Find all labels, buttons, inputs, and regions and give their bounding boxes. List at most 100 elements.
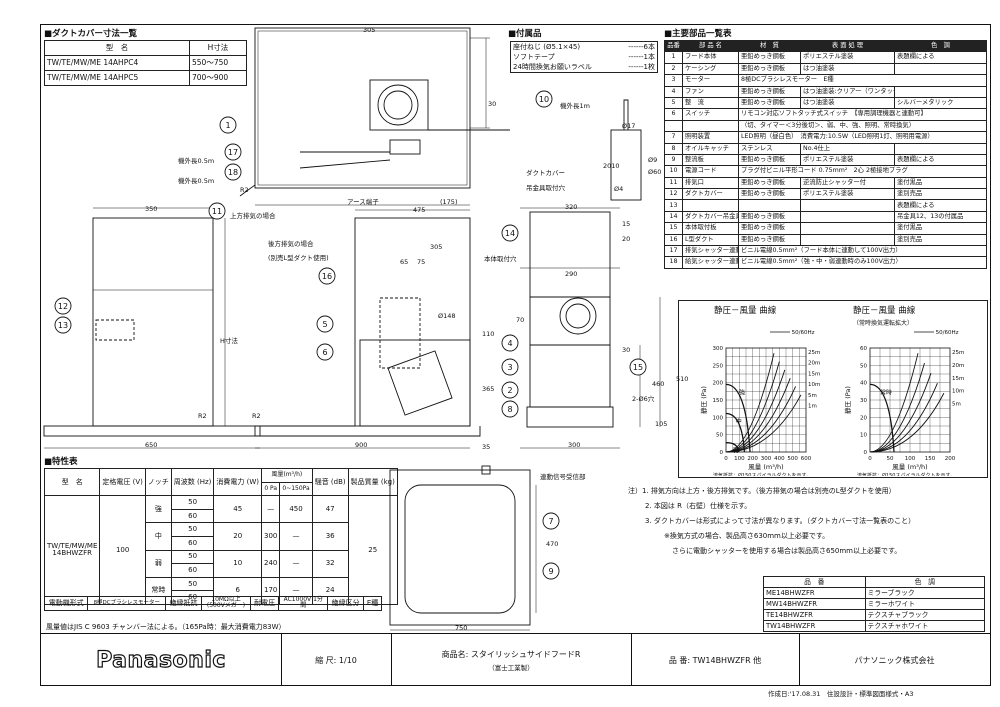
y-tick: 10 [860, 433, 867, 439]
parts-col: 材 質 [738, 39, 801, 53]
dim-label-r2a: R2 [240, 186, 249, 194]
dim-label-d460: 460 [652, 380, 665, 388]
callout-number: 12 [58, 302, 68, 311]
graphs-box [678, 300, 988, 478]
callout-circle [535, 90, 553, 108]
rear-body [529, 344, 611, 408]
y-tick: 150 [713, 398, 724, 404]
callout-circle [501, 358, 519, 376]
note-5: さらに電動シャッターを使用する場合は製品高さ650mm以上必要です。 [672, 547, 902, 555]
spec-bottom-table: 電動機形式 8極DCブラシレスモーター 絶縁抵抗 10MΩ以上 (500Vメガー… [43, 596, 382, 611]
duct-label: 15m [952, 376, 964, 382]
note-2: 2. 本図は R（右壁）仕様を示す。 [645, 502, 752, 510]
spec-row: 60 [45, 563, 398, 578]
front-hood-bottom [43, 425, 261, 437]
dim-label-d300: 300 [568, 441, 581, 449]
callout-circle [316, 343, 334, 361]
dim-label-cord05a: 機外長0.5m [178, 157, 215, 165]
dim-label-d65: 65 [400, 258, 409, 266]
y-tick: 0 [720, 450, 724, 456]
callout-number: 15 [633, 363, 643, 372]
callout-circle [219, 116, 237, 134]
callout-circle [316, 315, 334, 333]
dim-label-d320: 320 [565, 203, 578, 211]
dim-label-d110: 110 [482, 330, 495, 338]
fan-curve-label: 弱 [733, 448, 739, 455]
remote-antenna [623, 99, 629, 130]
parts-col: 色 調 [894, 39, 987, 53]
y-axis-label: 静圧 (Pa) [699, 386, 708, 414]
x-tick: 0 [868, 456, 872, 462]
graph-footnote: 流気抵抗：Ø150スパイラルダクトを示す。 [857, 472, 955, 476]
dim-label-d75: 75 [417, 258, 426, 266]
y-tick: 50 [716, 433, 723, 439]
top-view-outlet [369, 79, 429, 131]
spec-mass: 25 [347, 495, 398, 605]
graph2-title: 静圧－風量 曲線 [853, 306, 916, 316]
parts-cell: 亜鉛めっき鋼板 [738, 51, 801, 64]
acc-qty: ------6本 [628, 42, 655, 51]
dim-label-d470: 470 [546, 540, 559, 548]
callout-number: 16 [322, 272, 332, 281]
dim-label-rear-sub: (別売L型ダクト使用) [268, 254, 329, 262]
dim-label-hole: 2-Ø6穴 [632, 395, 655, 403]
legend: 50/60Hz [936, 330, 959, 336]
parts-title: ■主要部品一覧表 [664, 29, 732, 39]
duct-row-model: TW/TE/MW/ME 14AHPC5 [44, 70, 190, 86]
dim-label-d475: 475 [413, 206, 426, 214]
callout-number: 8 [507, 405, 512, 414]
fan-curve-label: 中 [736, 418, 742, 426]
dim-label-d175: (175) [440, 198, 458, 206]
callout-number: 2 [507, 386, 512, 395]
dim-label-duct-hanger: ダクトカバー [526, 169, 565, 177]
legend: 50/60Hz [792, 330, 815, 336]
dim-label-d305: 305 [430, 243, 443, 251]
y-tick: 50 [860, 363, 867, 369]
side-motor [387, 350, 453, 416]
class-label: 絶縁区分 [327, 596, 365, 611]
fan-curve [725, 383, 751, 453]
dim-label-upper-exhaust: 上方排気の場合 [230, 212, 276, 220]
acc-name: 座付ねじ (Ø5.1×45) [513, 42, 581, 51]
top-view-fan [377, 84, 419, 126]
dim-label-d365: 365 [482, 385, 495, 393]
product-cell: 商品名: スタイリッシュサイドフードR （富士工業製） [391, 634, 632, 686]
product-maker: （富士工業製） [488, 663, 534, 672]
spec-note: 風量値はJIS C 9603 チャンバー法による。（165Pa時：最大消費電力8… [46, 623, 286, 631]
x-tick: 200 [747, 456, 758, 462]
acc-qty: ------1本 [628, 52, 655, 61]
x-tick: 300 [761, 456, 772, 462]
dim-label-phi9: Ø9 [648, 156, 658, 164]
duct-label: 20m [952, 363, 964, 369]
title-block: Panasonic 縮 尺: 1/10 商品名: スタイリッシュサイドフードR … [41, 633, 990, 686]
x-tick: 600 [801, 456, 812, 462]
duct-label: 15m [808, 371, 820, 377]
callout-number: 6 [322, 348, 327, 357]
remote-detail [610, 129, 642, 201]
y-tick: 30 [860, 398, 867, 404]
graph1-title: 静圧－風量 曲線 [714, 306, 777, 316]
dim-label-d750: 750 [455, 624, 468, 632]
model-color: テクスチャホワイト [864, 620, 986, 632]
rear-hood [526, 406, 614, 428]
x-tick: 0 [724, 456, 728, 462]
bottom-filter [404, 484, 516, 614]
side-duct-cover [354, 217, 471, 427]
bottom-view [389, 469, 531, 626]
callout-circle [501, 400, 519, 418]
spec-w: 45 [213, 495, 262, 524]
top-view-fan-inner [383, 90, 413, 120]
fan-curve-label: 常時 [880, 388, 892, 396]
x-tick: 100 [734, 456, 745, 462]
dim-label-sensor: 連動信号受信部 [540, 473, 586, 481]
dim-label-d290: 290 [565, 270, 578, 278]
x-tick: 50 [887, 456, 894, 462]
